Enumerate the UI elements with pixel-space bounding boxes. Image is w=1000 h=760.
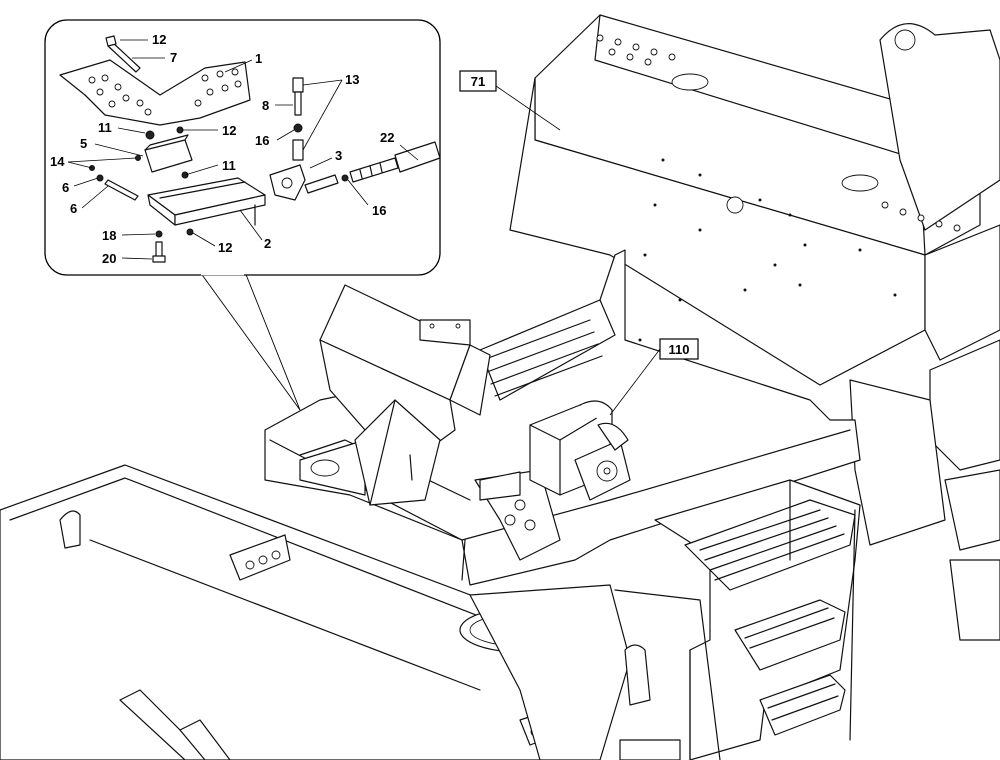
callout-2: 2 <box>264 236 271 251</box>
top-plate-holes <box>596 34 961 232</box>
main-callout-71: 71 <box>459 70 561 131</box>
callout-box <box>459 70 497 92</box>
detail-callouts: 12 7 1 13 8 16 3 22 11 12 5 14 <box>50 32 419 266</box>
callout-1: 1 <box>255 51 262 66</box>
callout-7: 7 <box>170 50 177 65</box>
callout-11-lower: 11 <box>222 158 236 173</box>
callout-12-mid: 12 <box>222 123 236 138</box>
callout-5: 5 <box>80 136 87 151</box>
callout-6-lower: 6 <box>70 201 77 216</box>
callout-16-lower: 16 <box>372 203 386 218</box>
callout-22: 22 <box>380 130 394 145</box>
callout-12-bottom: 12 <box>218 240 232 255</box>
callout-12-top: 12 <box>152 32 166 47</box>
detail-bubble: 12 7 1 13 8 16 3 22 11 12 5 14 <box>44 19 441 411</box>
callout-3: 3 <box>335 148 342 163</box>
callout-label-110: 110 <box>669 342 690 357</box>
callout-18: 18 <box>102 228 116 243</box>
hydraulic-unit <box>529 400 631 501</box>
main-assembly <box>0 14 1000 760</box>
rear-step-grating <box>482 319 603 397</box>
callout-8: 8 <box>262 98 269 113</box>
callout-6-upper: 6 <box>62 180 69 195</box>
callout-13: 13 <box>345 72 359 87</box>
callout-20: 20 <box>102 251 116 266</box>
part-foot-plate <box>59 59 251 126</box>
step-ladder <box>654 479 861 760</box>
callout-11-upper: 11 <box>98 120 112 135</box>
callout-16-upper: 16 <box>255 133 269 148</box>
callout-label-71: 71 <box>471 74 485 89</box>
lifting-eye-bracket <box>879 23 1000 231</box>
console-panel <box>319 284 491 506</box>
callout-14: 14 <box>50 154 65 169</box>
main-callout-110: 110 <box>609 338 699 416</box>
